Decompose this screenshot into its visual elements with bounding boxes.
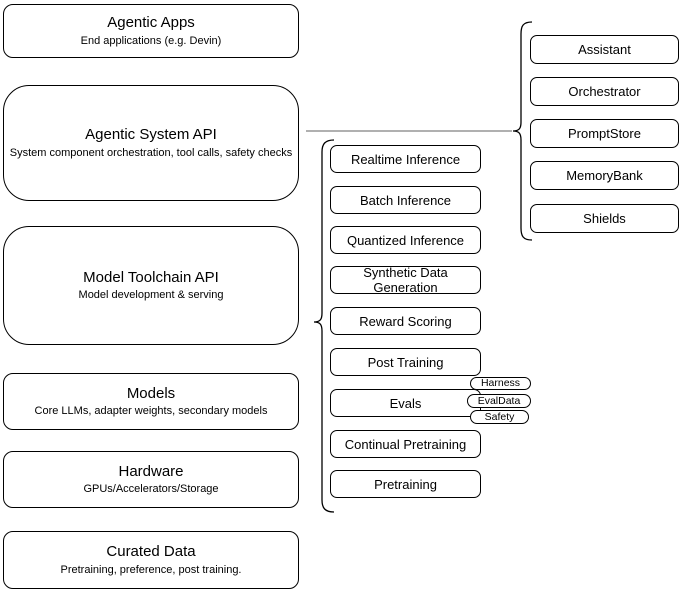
- box-models: Models Core LLMs, adapter weights, secon…: [3, 373, 299, 430]
- box-hardware: Hardware GPUs/Accelerators/Storage: [3, 451, 299, 508]
- box-promptstore: PromptStore: [530, 119, 679, 148]
- box-subtitle: Model development & serving: [78, 289, 224, 302]
- box-title: Models: [126, 384, 176, 402]
- box-agentic-system-api: Agentic System API System component orch…: [3, 85, 299, 201]
- box-label: Continual Pretraining: [344, 436, 467, 452]
- box-agentic-apps: Agentic Apps End applications (e.g. Devi…: [3, 4, 299, 58]
- tag-safety: Safety: [470, 410, 529, 424]
- box-label: Batch Inference: [359, 192, 452, 208]
- box-label: Realtime Inference: [350, 151, 461, 167]
- tag-label: Safety: [484, 410, 515, 423]
- tag-evaldata: EvalData: [467, 394, 531, 408]
- box-label: Pretraining: [374, 476, 437, 492]
- box-title: Agentic Apps: [107, 14, 195, 32]
- box-label: Synthetic Data Generation: [363, 265, 448, 295]
- box-quantized-inference: Quantized Inference: [330, 226, 481, 254]
- box-continual-pretraining: Continual Pretraining: [330, 430, 481, 458]
- box-subtitle: End applications (e.g. Devin): [80, 34, 222, 47]
- box-title: Agentic System API: [85, 126, 217, 144]
- box-label: Evals: [389, 395, 422, 411]
- box-memorybank: MemoryBank: [530, 161, 679, 190]
- box-curated-data: Curated Data Pretraining, preference, po…: [3, 531, 299, 589]
- box-realtime-inference: Realtime Inference: [330, 145, 481, 173]
- tag-label: EvalData: [477, 394, 521, 407]
- box-label: Reward Scoring: [359, 313, 452, 329]
- box-subtitle: GPUs/Accelerators/Storage: [83, 483, 219, 496]
- box-pretraining: Pretraining: [330, 470, 481, 498]
- box-post-training: Post Training: [330, 348, 481, 376]
- box-label: Shields: [583, 211, 626, 226]
- box-label: PromptStore: [568, 126, 641, 141]
- box-label: Post Training: [367, 354, 444, 370]
- box-subtitle: Pretraining, preference, post training.: [60, 563, 242, 576]
- box-synthetic-data-generation: Synthetic Data Generation: [330, 265, 481, 295]
- box-label: MemoryBank: [566, 168, 643, 183]
- box-orchestrator: Orchestrator: [530, 77, 679, 106]
- box-label: Quantized Inference: [346, 232, 465, 248]
- box-label: Orchestrator: [568, 84, 641, 99]
- box-label: Assistant: [578, 42, 631, 57]
- box-assistant: Assistant: [530, 35, 679, 64]
- tag-label: Harness: [480, 377, 521, 390]
- box-model-toolchain-api: Model Toolchain API Model development & …: [3, 226, 299, 345]
- box-title: Curated Data: [106, 543, 196, 561]
- box-subtitle: System component orchestration, tool cal…: [9, 146, 293, 159]
- box-subtitle: Core LLMs, adapter weights, secondary mo…: [34, 405, 268, 418]
- tag-harness: Harness: [470, 377, 531, 390]
- box-shields: Shields: [530, 204, 679, 233]
- box-evals: Evals: [330, 389, 481, 417]
- box-reward-scoring: Reward Scoring: [330, 307, 481, 335]
- box-batch-inference: Batch Inference: [330, 186, 481, 214]
- box-title: Hardware: [118, 462, 184, 480]
- box-title: Model Toolchain API: [83, 268, 219, 286]
